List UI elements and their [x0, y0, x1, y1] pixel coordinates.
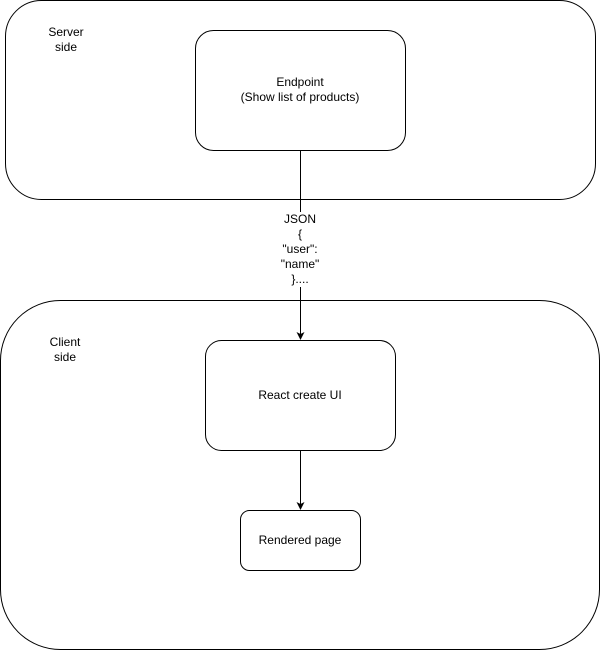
json-label-line4: "name"	[280, 257, 320, 271]
endpoint-box-label: Endpoint (Show list of products)	[195, 30, 405, 150]
json-payload-label: JSON { "user": "name" }....	[278, 212, 322, 287]
react-create-ui-box[interactable]	[205, 340, 396, 451]
server-side-label-line1: Server	[48, 25, 84, 39]
rendered-page-box[interactable]	[240, 510, 361, 571]
server-side-label: Server side	[36, 25, 96, 55]
client-side-label-line2: side	[53, 350, 76, 364]
json-label-line2: {	[297, 227, 303, 241]
json-label-line5: }....	[291, 272, 309, 286]
endpoint-title: Endpoint	[276, 75, 324, 89]
client-side-label: Client side	[35, 335, 95, 365]
rendered-page-text: Rendered page	[258, 532, 342, 547]
json-label-line1: JSON	[283, 212, 317, 226]
json-label-line3: "user":	[282, 242, 318, 256]
endpoint-box[interactable]	[195, 30, 406, 151]
react-create-ui-text: React create UI	[258, 387, 342, 402]
client-side-label-line1: Client	[49, 335, 81, 349]
react-create-ui-label: React create UI	[205, 340, 395, 450]
rendered-page-label: Rendered page	[240, 510, 360, 570]
endpoint-subtitle: (Show list of products)	[240, 90, 360, 104]
server-side-label-line2: side	[54, 40, 77, 54]
